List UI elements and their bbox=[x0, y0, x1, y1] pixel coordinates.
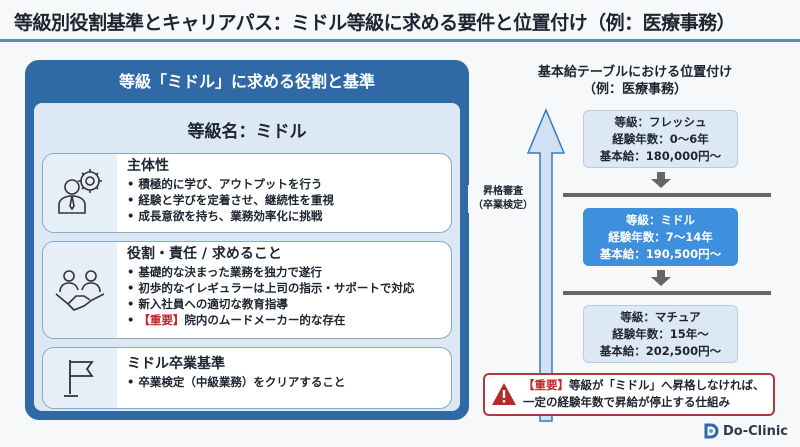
grade-divider bbox=[563, 291, 771, 295]
promotion-label: 昇格審査 （卒業検定） bbox=[468, 185, 538, 213]
grade-box-mature: 等級：マチュア 経験年数：15年〜 基本給：202,500円〜 bbox=[583, 305, 738, 363]
person-gear-icon bbox=[43, 154, 117, 232]
logo-text: Do-Clinic bbox=[723, 423, 788, 439]
flag-icon bbox=[43, 348, 117, 408]
list-item: 積極的に学び、アウトプットを行う bbox=[127, 176, 334, 192]
card-heading: 役割・責任 / 求めること bbox=[127, 246, 282, 262]
card-initiative: 主体性 積極的に学び、アウトプットを行う経験と学びを定着させ、継続性を重視成長意… bbox=[42, 153, 452, 233]
list-item: 成長意欲を持ち、業務効率化に挑戦 bbox=[127, 208, 334, 224]
card-responsibilities: 役割・責任 / 求めること 基礎的な決まった業務を独力で遂行初歩的なイレギュラー… bbox=[42, 241, 452, 339]
panel-header: 等級「ミドル」に求める役割と基準 bbox=[118, 72, 375, 91]
promotion-arrow-icon bbox=[526, 108, 566, 422]
warning-icon bbox=[492, 383, 516, 405]
list-item: 基礎的な決まった業務を独力で遂行 bbox=[127, 264, 414, 280]
panel-body: 等級名：ミドル 主体性 積極的に学び、アウトプットを行う経験と学びを定着させ、継… bbox=[34, 103, 460, 411]
title-divider bbox=[0, 39, 800, 42]
important-tag: 【重要】 bbox=[138, 313, 185, 327]
important-text: 院内のムードメーカー的な存在 bbox=[184, 313, 346, 327]
warning-line: 等級が「ミドル」へ昇格しなければ、 bbox=[569, 378, 765, 392]
grade-salary: 基本給：180,000円〜 bbox=[599, 149, 722, 163]
card-heading: 主体性 bbox=[127, 158, 169, 174]
warning-line: 一定の経験年数で昇給が停止する仕組み bbox=[523, 395, 730, 409]
logo-icon bbox=[704, 423, 719, 439]
grade-label: 等級：マチュア bbox=[620, 310, 701, 324]
grade-years: 経験年数：15年〜 bbox=[612, 327, 709, 341]
brand-logo: Do-Clinic bbox=[703, 423, 788, 439]
down-arrow-icon bbox=[651, 270, 671, 286]
grade-box-middle: 等級：ミドル 経験年数：7〜14年 基本給：190,500円〜 bbox=[583, 208, 738, 266]
grade-name: 等級名：ミドル bbox=[187, 122, 307, 142]
list-item: 【重要】院内のムードメーカー的な存在 bbox=[127, 312, 414, 328]
label-line: （卒業検定） bbox=[473, 200, 533, 211]
salary-table-title: 基本給テーブルにおける位置付け （例：医療事務） bbox=[485, 64, 785, 98]
role-criteria-panel: 等級「ミドル」に求める役割と基準 等級名：ミドル 主体性 積極的に学び、アウトプ… bbox=[25, 60, 469, 420]
grade-divider bbox=[563, 193, 771, 197]
list-item: 初歩的なイレギュラーは上司の指示・サポートで対応 bbox=[127, 280, 414, 296]
list-item: 新入社員への適切な教育指導 bbox=[127, 296, 414, 312]
grade-years: 経験年数：7〜14年 bbox=[608, 230, 713, 244]
grade-years: 経験年数：0〜6年 bbox=[612, 132, 709, 146]
warning-tag: 【重要】 bbox=[523, 378, 569, 392]
title-line: 基本給テーブルにおける位置付け bbox=[537, 65, 733, 80]
title-line: （例：医療事務） bbox=[582, 82, 687, 97]
label-line: 昇格審査 bbox=[483, 186, 523, 197]
card-heading: ミドル卒業基準 bbox=[127, 356, 225, 372]
list-item: 経験と学びを定着させ、継続性を重視 bbox=[127, 192, 334, 208]
warning-box: 【重要】等級が「ミドル」へ昇格しなければ、 一定の経験年数で昇給が停止する仕組み bbox=[483, 373, 775, 416]
grade-salary: 基本給：202,500円〜 bbox=[599, 344, 722, 358]
down-arrow-icon bbox=[651, 172, 671, 188]
handshake-icon bbox=[43, 242, 117, 338]
grade-salary: 基本給：190,500円〜 bbox=[599, 247, 722, 261]
grade-label: 等級：ミドル bbox=[626, 213, 695, 227]
card-graduation: ミドル卒業基準 卒業検定（中級業務）をクリアすること bbox=[42, 347, 452, 409]
grade-box-fresh: 等級：フレッシュ 経験年数：0〜6年 基本給：180,000円〜 bbox=[583, 110, 738, 168]
page-title: 等級別役割基準とキャリアパス：ミドル等級に求める要件と位置付け（例：医療事務） bbox=[14, 12, 736, 34]
list-item: 卒業検定（中級業務）をクリアすること bbox=[127, 374, 345, 390]
grade-label: 等級：フレッシュ bbox=[614, 115, 707, 129]
